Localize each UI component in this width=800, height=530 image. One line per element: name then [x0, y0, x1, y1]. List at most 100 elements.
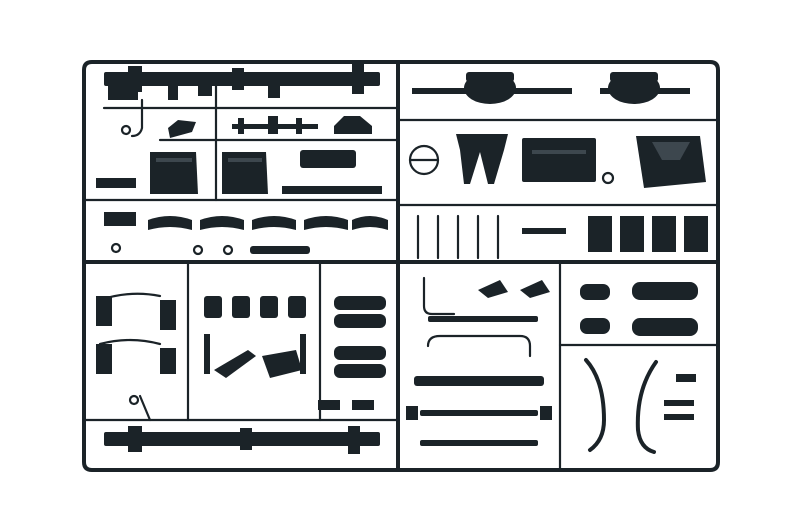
chassis-rail-lower-section [104, 394, 380, 454]
wishbone-left [214, 350, 256, 378]
front-axle-beam [414, 376, 544, 386]
rod-part [300, 334, 306, 374]
clamp-part [676, 374, 696, 382]
linkage-bolt [296, 118, 302, 134]
ring-part [222, 244, 234, 256]
air-tank-section [334, 296, 386, 378]
rail-tab [268, 86, 280, 98]
exhaust-section [580, 282, 698, 454]
ring-part [192, 244, 204, 256]
shock-absorber [260, 296, 278, 318]
outer-runner [82, 60, 720, 472]
front-axle-section [406, 276, 552, 446]
mudguard-bracket [588, 216, 612, 252]
arched-crossmember [148, 216, 192, 230]
ring-part [120, 124, 132, 136]
exhaust-bend-left [584, 358, 606, 452]
spring-block [160, 300, 176, 330]
battery-box-right [222, 152, 268, 194]
clamp-part [334, 116, 372, 134]
tank-detail [532, 150, 586, 154]
arched-crossmember [252, 216, 296, 230]
crossmember-bar [282, 186, 382, 194]
hook-part [130, 98, 144, 138]
air-cylinder [334, 314, 386, 328]
sprue-frame [82, 60, 720, 472]
air-tank-large [632, 282, 698, 300]
rail-bracket [232, 68, 244, 90]
crossmember-section [104, 212, 388, 256]
clamp-part [352, 400, 374, 410]
mudguard-bracket [620, 216, 644, 252]
spring-block [96, 344, 112, 374]
battery-box-left [150, 152, 198, 194]
linkage-bolt [238, 118, 244, 134]
spring-arm [98, 338, 162, 346]
spring-hanger [456, 134, 508, 184]
cap-ring [601, 171, 615, 185]
bracket-bar [664, 414, 694, 420]
bumper-bar [426, 334, 532, 358]
linkage-bolt [268, 116, 278, 134]
bracket-section [416, 214, 708, 260]
wishbone-right [262, 350, 302, 378]
air-tank-large [632, 318, 698, 336]
rail-tab [108, 86, 138, 100]
fitting-part [478, 280, 508, 298]
axle-cover-2 [610, 72, 658, 82]
exhaust-bend-right [635, 360, 658, 454]
spring-block [96, 296, 112, 326]
rail-tab [198, 86, 212, 96]
drive-shaft [420, 440, 538, 446]
arched-crossmember [352, 216, 388, 230]
exhaust-pipe [422, 276, 456, 316]
bar-part [250, 246, 310, 254]
bar-part [522, 228, 566, 234]
seat-part [636, 136, 706, 188]
fitting-part [520, 280, 550, 298]
crossmember-block [104, 212, 136, 226]
chassis-rail-section [102, 64, 400, 202]
arched-crossmember [200, 216, 244, 230]
bracket-bar [664, 400, 694, 406]
air-tank-small [580, 318, 610, 334]
shock-absorber [232, 296, 250, 318]
spring-block [160, 348, 176, 374]
rail-bracket [128, 66, 142, 92]
box-detail [156, 158, 192, 162]
mudguard-bracket [684, 216, 708, 252]
clamp-part [318, 400, 340, 410]
bracket-frame [96, 178, 136, 188]
lever-part [168, 120, 196, 138]
air-cylinder [334, 296, 386, 310]
shock-absorber [288, 296, 306, 318]
rail-bracket [348, 426, 360, 454]
ring-part [128, 394, 140, 406]
drag-link [420, 410, 538, 416]
mudguard-bracket [652, 216, 676, 252]
axle-section [412, 72, 690, 104]
air-cylinder [334, 364, 386, 378]
battery-box-section [96, 150, 382, 194]
hook-part [138, 394, 152, 422]
ring-part [110, 242, 122, 254]
rail-bracket [240, 428, 252, 450]
air-tank-small [580, 284, 610, 300]
tie-rod [428, 316, 538, 322]
seat-cushion [652, 142, 690, 160]
shock-absorber [204, 296, 222, 318]
rail-tab [168, 84, 178, 100]
yoke-part [540, 406, 552, 420]
axle-cover-1 [466, 72, 514, 82]
suspension-section [96, 292, 306, 378]
yoke-part [406, 406, 418, 420]
rod-part [204, 334, 210, 374]
rail-bracket [352, 64, 364, 94]
box-detail [228, 158, 262, 162]
crossmember-plate [300, 150, 356, 168]
steering-arm-section [408, 134, 706, 188]
arched-crossmember [304, 216, 348, 230]
air-cylinder [334, 346, 386, 360]
